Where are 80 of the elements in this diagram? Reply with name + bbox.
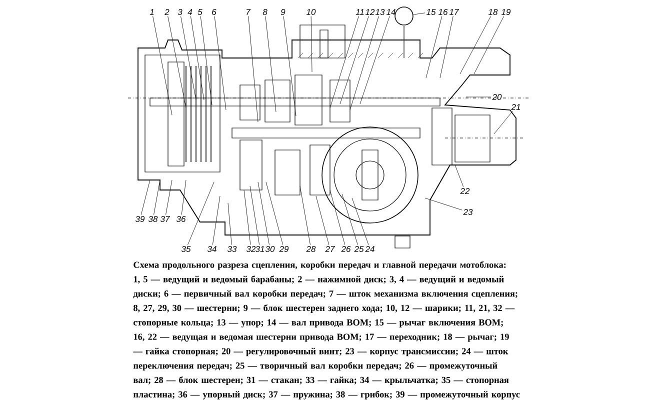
leader-line [352,198,369,246]
callout-number: 19 [502,9,511,15]
callout-number: 37 [160,216,170,222]
callout-number: 38 [148,216,158,222]
callout-number: 10 [306,9,316,15]
leader-line [152,16,172,116]
callout-number: 3 [178,9,182,15]
leader-line [244,190,251,245]
callout-number: 11 [356,9,364,15]
leader-line [440,16,454,78]
leader-line [474,16,504,74]
callout-number: 20 [492,94,502,100]
callout-number: 24 [365,246,374,252]
leader-line [181,180,186,215]
callout-number: 5 [198,9,202,15]
callout-number: 32 [246,246,256,252]
leader-line [350,16,379,110]
callout-number: 4 [188,9,192,15]
callout-number: 9 [280,9,286,15]
callout-number: 15 [426,9,436,15]
callout-number: 26 [341,246,351,252]
leader-line [316,196,330,246]
callout-number: 6 [212,9,216,15]
callout-number: 31 [255,246,264,252]
callout-number: 17 [450,9,459,15]
callout-number: 2 [164,9,170,15]
lever-ball [394,6,414,26]
leader-line [228,202,232,245]
leader-line [424,198,462,210]
callout-number: 30 [265,246,275,252]
leader-line [300,186,310,245]
callout-number: 14 [386,9,396,15]
callout-number: 1 [150,9,154,15]
leader-line [154,180,160,215]
leader-line [360,16,390,104]
leader-line [200,16,212,106]
callout-number: 16 [438,9,448,15]
leader-line [214,16,226,110]
callout-number: 35 [181,246,191,252]
leader-line [166,180,172,215]
leader-line [248,16,258,122]
leader-line [168,16,186,108]
callout-number: 29 [279,246,289,252]
callout-number: 7 [246,9,251,15]
leader-line [342,194,358,245]
leader-line [265,16,276,112]
leader-line [180,16,196,100]
callout-number: 27 [325,246,335,252]
callout-number: 34 [207,246,216,252]
callout-number: 8 [262,9,268,15]
leader-line [283,16,296,116]
leader-line [413,12,426,15]
leader-line [250,186,260,245]
leader-line [190,16,204,100]
callout-number: 23 [463,209,473,215]
leader-line [466,96,492,98]
leader-line [426,16,442,78]
caption-text: Схема продольного разреза сцепления, коробки передач и главной передачи мотоблока: 1, 5 — ведущий и ведомый барабаны; 2 — нажимной диск; 3, 4 — ведущий и ведомый диски; 6 — первичный вал коробки передач; 7 — шток механизма включения сцепления; 8, 27, 29, 30 — шестерни; 9 — блок шестерен заднего хода; 10, 12 — шарики; 11, 21, 32 — стопорные кольца; 13 — упор; 14 — вал привода ВОМ; 15 — рычаг включения ВОМ; 16, 22 — ведущая и ведомая шестерни привода ВОМ; 17 — переходник; 18 — рычаг; 19 — гайка стопорная; 20 — регулировочный винт; 23 — корпус трансмиссии; 24 — шток переключения передач; 25 — творичный вал коробки передач; 26 — промежуточный вал; 28 — блок шестерен; 31 — стакан; 33 — гайка; 34 — крыльчатка; 35 — стопорная пластина; 36 — упорный диск; 37 — пружина; 38 — грибок; 39 — промежуточный корпус [133,261,520,400]
callout-number: 18 [488,9,498,15]
leader-line [140,180,150,215]
callout-number: 36 [176,216,186,222]
leader-line [330,16,359,108]
leader-line [460,16,491,74]
callout-number: 13 [376,9,385,15]
callout-number: 39 [135,216,145,222]
leader-line [212,196,220,245]
leader-line [258,182,270,245]
callout-number: 28 [306,246,316,252]
leader-line [266,182,284,245]
leader-line [188,182,214,245]
callout-number: 33 [227,246,237,252]
leader-line [310,16,312,72]
leader-line [454,164,464,188]
leader-line [494,110,513,134]
leader-line [330,190,346,245]
callout-number: 22 [460,188,470,194]
callout-number: 21 [511,104,520,110]
leader-line [340,16,369,104]
callout-number: 12 [366,9,375,15]
callout-number: 25 [354,246,364,252]
